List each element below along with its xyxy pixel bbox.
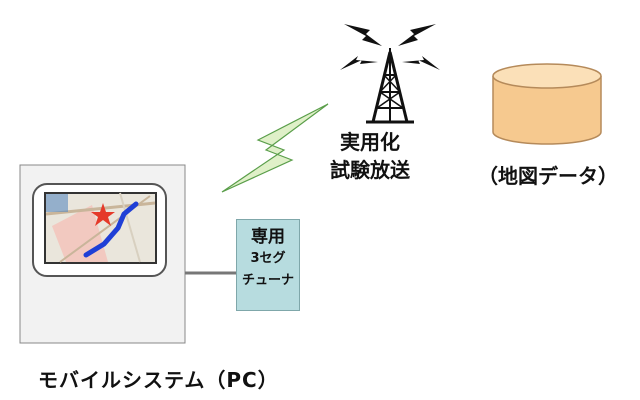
tuner-label-line1: 専用 [251,227,285,247]
signal-bolt-icon [221,103,329,193]
map-database-icon [492,63,602,145]
map-data-label: （地図データ） [478,164,618,188]
position-marker-icon [91,203,115,226]
map-screen [45,192,156,263]
broadcast-label-line2: 試験放送 [330,158,410,182]
broadcast-label: 実用化 試験放送 [330,128,410,184]
broadcast-label-line1: 実用化 [340,130,400,154]
tuner-label-line3: チューナ [241,273,294,288]
tuner-label-line2: 3セグ [250,251,286,266]
pc-label: モバイルシステム（PC） [38,368,279,392]
broadcast-tower-icon [366,48,414,124]
navigation-device [32,183,167,277]
tuner-box: 専用 3セグ チューナ [236,219,300,311]
route-line [83,201,139,258]
radio-waves-icon [340,24,440,70]
